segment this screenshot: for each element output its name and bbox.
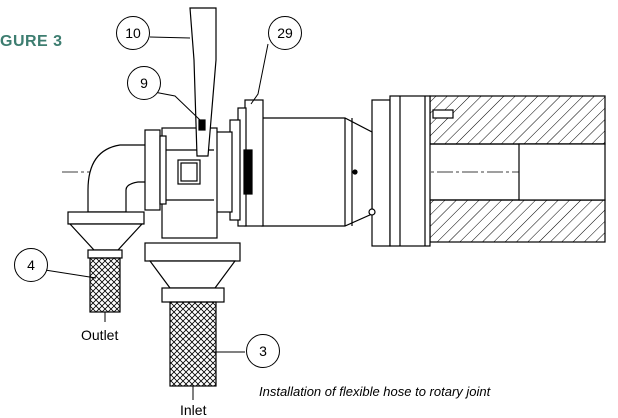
- mounting-bracket: [189, 7, 217, 157]
- inlet-hose: [169, 301, 217, 387]
- elbow-outlet: [87, 129, 167, 213]
- machine-housing: [429, 95, 606, 243]
- rotor-body: [261, 117, 376, 227]
- outlet-hose: [89, 257, 121, 313]
- shaft-flange: [371, 95, 431, 247]
- callout-3-label: 3: [259, 343, 267, 359]
- outlet-label: Outlet: [81, 327, 119, 343]
- callout-10-label: 10: [125, 25, 141, 41]
- callout-29: 29: [268, 16, 302, 50]
- callout-4-label: 4: [27, 257, 35, 273]
- callout-10: 10: [116, 16, 150, 50]
- outlet-flange: [67, 211, 145, 259]
- figure-title: GURE 3: [0, 33, 63, 50]
- joint-stack: [211, 99, 264, 227]
- callout-9: 9: [127, 66, 161, 100]
- callout-4: 4: [14, 248, 48, 282]
- inlet-flange: [144, 242, 241, 303]
- callout-3: 3: [246, 334, 280, 368]
- leader-lines: [44, 36, 269, 353]
- figure-caption: Installation of flexible hose to rotary …: [259, 384, 491, 399]
- callout-9-label: 9: [140, 75, 148, 91]
- callout-29-label: 29: [277, 25, 293, 41]
- inlet-label: Inlet: [180, 402, 207, 418]
